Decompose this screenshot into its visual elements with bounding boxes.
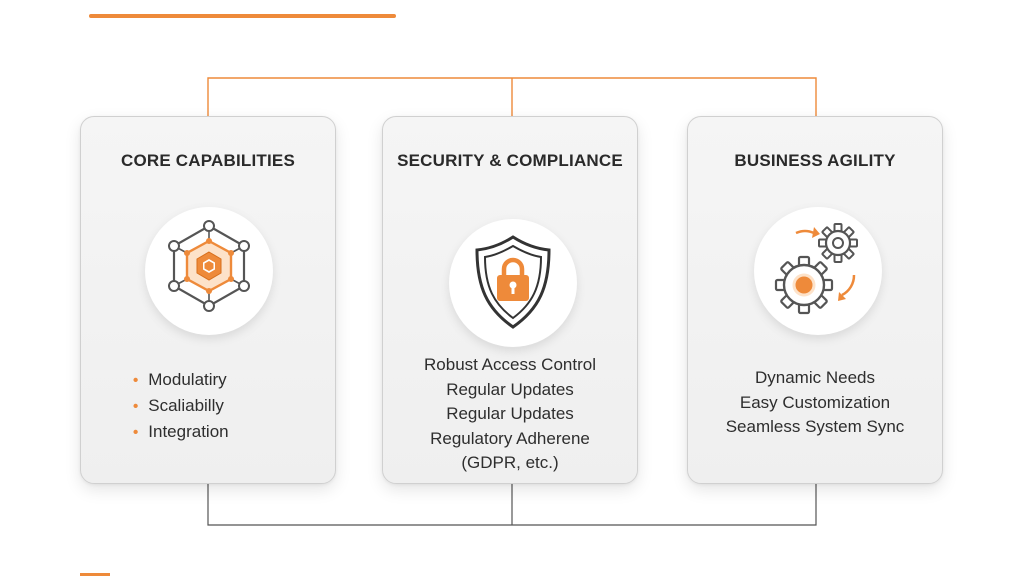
icon-badge xyxy=(754,207,882,335)
card-title: SECURITY & COMPLIANCE xyxy=(397,151,623,170)
capabilities-list: • Modulatiry • Scaliabilly • Integration xyxy=(133,367,229,445)
hexagon-network-icon xyxy=(168,220,250,312)
list-item: Dynamic Needs xyxy=(755,368,875,387)
bullet-marker: • xyxy=(133,398,139,415)
list-item-label: Modulatiry xyxy=(148,370,227,389)
list-item: • Integration xyxy=(133,419,229,445)
card-security-compliance: SECURITY & COMPLIANCE Robust Access Cont… xyxy=(382,116,638,484)
gears-cycle-icon xyxy=(774,223,858,315)
list-item: (GDPR, etc.) xyxy=(461,453,559,472)
list-item: Easy Customization xyxy=(739,392,891,412)
list-item: Robust Access Control xyxy=(424,355,596,374)
list-item: Regular Updates xyxy=(446,404,574,423)
top-accent-bar xyxy=(89,14,396,18)
list-item: Regular Updates xyxy=(446,379,574,399)
bullet-marker: • xyxy=(133,372,139,389)
list-item-label: Scaliabilly xyxy=(148,396,224,415)
icon-badge xyxy=(145,207,273,335)
card-business-agility: BUSINESS AGILITY xyxy=(687,116,943,484)
bullet-marker: • xyxy=(133,424,139,441)
list-item-label: Integration xyxy=(148,422,229,441)
list-item: Regulatory Adherene xyxy=(430,428,590,448)
icon-badge xyxy=(449,219,577,347)
list-item: Seamless System Sync xyxy=(725,417,905,436)
list-item: • Scaliabilly xyxy=(133,393,229,419)
list-item: • Modulatiry xyxy=(133,367,229,393)
shield-lock-icon xyxy=(475,235,551,329)
agility-list: Dynamic Needs Easy Customization Seamles… xyxy=(688,366,942,440)
card-core-capabilities: CORE CAPABILITIES •Modulatiry •S xyxy=(80,116,336,484)
card-title: CORE CAPABILITIES xyxy=(120,151,296,170)
bottom-accent-bar xyxy=(80,573,110,576)
security-list: Robust Access Control Regular Updates Re… xyxy=(383,353,637,476)
card-title: BUSINESS AGILITY xyxy=(734,151,896,170)
